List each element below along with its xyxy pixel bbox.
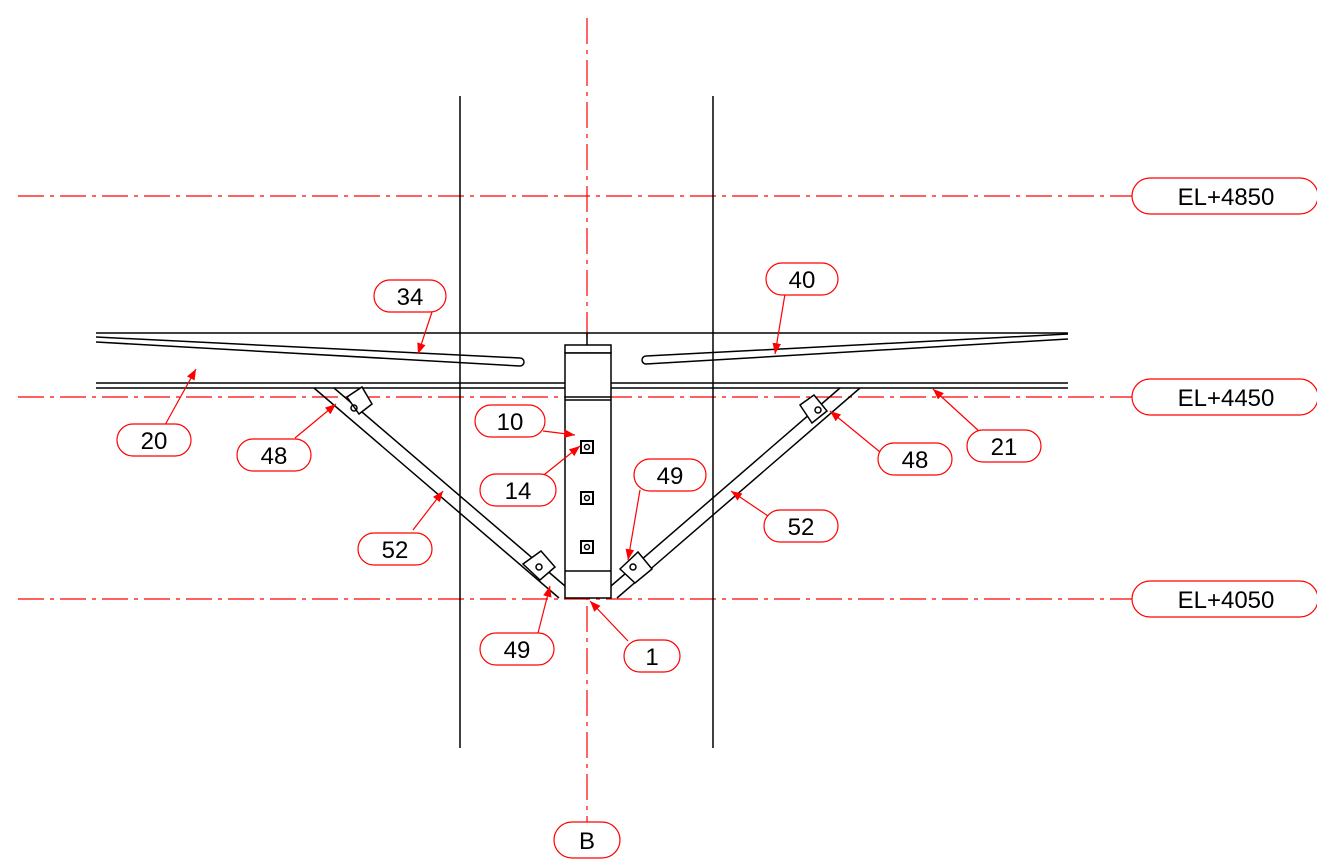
callout-10: 10 [474, 404, 546, 438]
brace-right-outer [616, 387, 861, 599]
leader-21 [932, 388, 981, 433]
elevation-label-4050: EL+4050 [1178, 587, 1275, 614]
leader-48-right [829, 410, 881, 453]
leader-48-left [294, 403, 337, 439]
plate-left-top [345, 385, 373, 416]
callout-10-label: 10 [497, 409, 524, 436]
plate-left-bottom [521, 549, 557, 582]
callout-34: 34 [373, 279, 447, 313]
elevation-tag-4850: EL+4850 [1131, 177, 1317, 215]
callout-1-label: 1 [645, 644, 658, 671]
brace-left-inner [333, 387, 566, 587]
leader-52-left [412, 490, 444, 531]
leader-40 [772, 293, 786, 355]
callout-48-left: 48 [236, 438, 312, 472]
leader-10 [542, 429, 576, 438]
tapered-slot-right [641, 333, 1069, 365]
leader-34 [417, 311, 433, 355]
callout-49-upper-label: 49 [657, 463, 684, 490]
callout-14-label: 14 [505, 478, 532, 505]
structure-linework [95, 96, 1069, 748]
grid-label-b: B [579, 828, 595, 855]
callout-52-left-label: 52 [382, 537, 409, 564]
callout-34-label: 34 [397, 284, 424, 311]
callout-48-right-label: 48 [902, 447, 929, 474]
hanger-cap [564, 344, 612, 354]
callout-14: 14 [479, 473, 557, 507]
tapered-slot-left [95, 336, 525, 367]
leader-20 [164, 368, 197, 426]
elevation-label-4450: EL+4450 [1178, 385, 1275, 412]
callout-21-label: 21 [991, 434, 1018, 461]
callout-20-label: 20 [141, 428, 168, 455]
plate-right-top [798, 393, 829, 425]
callout-52-right-label: 52 [788, 514, 815, 541]
callout-20: 20 [116, 423, 192, 457]
hanger-body [564, 352, 612, 599]
callout-48-left-label: 48 [261, 443, 288, 470]
callout-49-lower-label: 49 [504, 637, 531, 664]
callout-48-right: 48 [877, 442, 953, 476]
brace-right-inner [610, 387, 841, 587]
elevation-tag-4050: EL+4050 [1131, 580, 1317, 618]
grid-tag-b: B [553, 821, 621, 859]
callout-52-right: 52 [763, 509, 839, 543]
bolt-lower [580, 540, 594, 554]
leader-52-right [730, 490, 769, 517]
leader-49-lower [537, 585, 552, 634]
elevation-label-4850: EL+4850 [1178, 184, 1275, 211]
bolt-middle [580, 491, 594, 505]
leader-lines [164, 293, 981, 642]
callout-40: 40 [765, 262, 839, 296]
callout-1: 1 [623, 639, 681, 673]
callout-21: 21 [966, 429, 1042, 463]
bolt-upper [580, 440, 594, 454]
leader-1 [589, 600, 629, 642]
elevation-tag-4450: EL+4450 [1131, 378, 1317, 416]
callout-52-left: 52 [357, 532, 433, 566]
callout-49-lower: 49 [479, 632, 555, 666]
callout-49-upper: 49 [633, 458, 707, 492]
leader-14 [539, 445, 581, 479]
callout-40-label: 40 [789, 267, 816, 294]
leader-49-upper [625, 489, 641, 561]
